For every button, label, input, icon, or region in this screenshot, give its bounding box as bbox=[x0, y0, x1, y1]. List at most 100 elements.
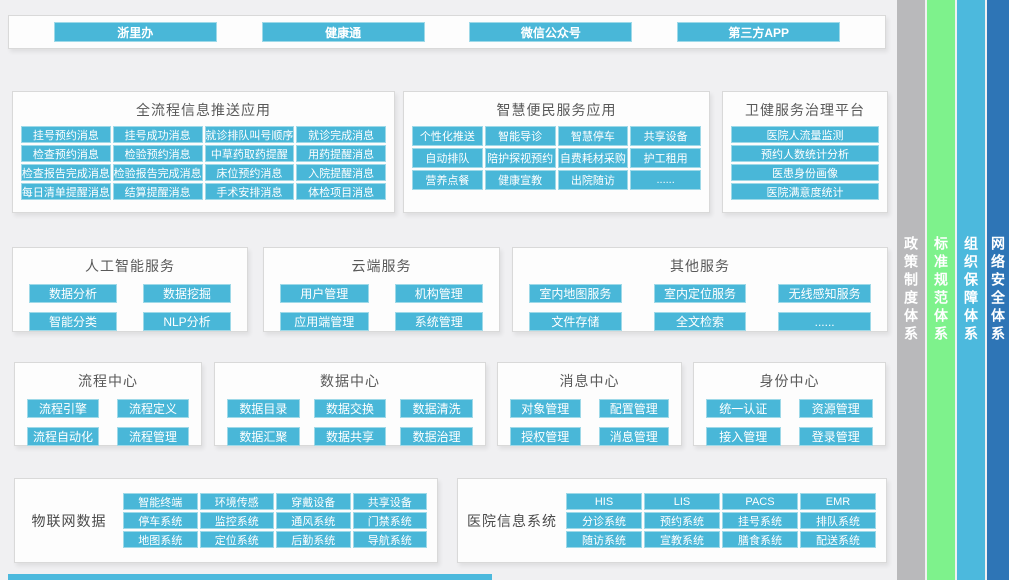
governance-grid: 医院人流量监测预约人数统计分析医患身份画像医院满意度统计 bbox=[723, 126, 887, 200]
identity-center-title: 身份中心 bbox=[759, 373, 820, 389]
hospital-systems-label: 医院信息系统 bbox=[467, 512, 557, 529]
pillar-policy-system: 政策制度体系 bbox=[897, 0, 925, 580]
push-app-chip: 手术安排消息 bbox=[204, 183, 295, 200]
hospital-system-chip: 随访系统 bbox=[566, 531, 642, 548]
push-app-chip: 挂号成功消息 bbox=[112, 126, 203, 143]
iot-data-grid: 智能终端环境传感穿戴设备共享设备停车系统监控系统通风系统门禁系统地图系统定位系统… bbox=[123, 493, 427, 548]
data-center-chip: 数据交换 bbox=[313, 399, 387, 418]
hospital-system-chip: LIS bbox=[644, 493, 720, 510]
data-center-chip: 数据清洗 bbox=[400, 399, 473, 418]
pillar-network-security-system: 网络安全体系 bbox=[987, 0, 1009, 580]
push-app-grid: 挂号预约消息挂号成功消息就诊排队叫号顺序就诊完成消息检查预约消息检验预约消息中草… bbox=[13, 126, 394, 200]
push-app-title: 全流程信息推送应用 bbox=[136, 102, 271, 118]
other-service-chip: 全文检索 bbox=[653, 312, 747, 331]
other-service-chip: ...... bbox=[778, 312, 871, 331]
convenience-chip: 智能导诊 bbox=[484, 126, 556, 146]
other-service-chip: 文件存储 bbox=[529, 312, 622, 331]
data-center-chip: 数据治理 bbox=[400, 427, 473, 446]
iot-chip: 监控系统 bbox=[199, 512, 274, 529]
panel-cloud-service: 云端服务 用户管理 机构管理应用端管理 系统管理 bbox=[263, 247, 500, 332]
panel-push-app: 全流程信息推送应用 挂号预约消息挂号成功消息就诊排队叫号顺序就诊完成消息检查预约… bbox=[12, 91, 395, 213]
hospital-system-chip: 膳食系统 bbox=[722, 531, 798, 548]
cloud-service-chip: 用户管理 bbox=[280, 284, 369, 303]
panel-iot-data: 物联网数据 智能终端环境传感穿戴设备共享设备停车系统监控系统通风系统门禁系统地图… bbox=[14, 478, 438, 563]
process-center-chip: 流程自动化 bbox=[27, 427, 99, 446]
convenience-chip: ...... bbox=[630, 170, 701, 190]
iot-chip: 穿戴设备 bbox=[276, 493, 351, 510]
iot-chip: 环境传感 bbox=[199, 493, 274, 510]
push-app-chip: 每日清单提醒消息 bbox=[21, 183, 111, 200]
governance-chip: 医院满意度统计 bbox=[731, 183, 879, 200]
identity-center-chip: 登录管理 bbox=[798, 427, 873, 446]
process-center-chip: 流程引擎 bbox=[27, 399, 99, 418]
data-center-chip: 数据目录 bbox=[227, 399, 300, 418]
panel-message-center: 消息中心 对象管理配置管理授权管理消息管理 bbox=[497, 362, 682, 446]
other-service-title: 其他服务 bbox=[670, 258, 730, 274]
top-app-chip: 健康通 bbox=[261, 22, 425, 42]
convenience-chip: 出院随访 bbox=[557, 170, 629, 190]
convenience-chip: 健康宣教 bbox=[484, 170, 556, 190]
convenience-title: 智慧便民服务应用 bbox=[496, 102, 617, 118]
convenience-chip: 个性化推送 bbox=[412, 126, 483, 146]
other-service-grid: 室内地图服务室内定位服务无线感知服务文件存储全文检索...... bbox=[513, 282, 887, 331]
other-service-chip: 室内定位服务 bbox=[653, 284, 747, 303]
iot-chip: 地图系统 bbox=[123, 531, 198, 548]
governance-chip: 医院人流量监测 bbox=[731, 126, 879, 143]
process-center-chip: 流程管理 bbox=[117, 427, 189, 446]
top-app-chip: 微信公众号 bbox=[469, 22, 633, 42]
cloud-service-chip: 应用端管理 bbox=[280, 312, 369, 331]
convenience-chip: 护工租用 bbox=[630, 148, 701, 168]
hospital-system-chip: 挂号系统 bbox=[722, 512, 798, 529]
iot-chip: 门禁系统 bbox=[352, 512, 427, 529]
iot-chip: 停车系统 bbox=[123, 512, 198, 529]
top-app-chip: 浙里办 bbox=[53, 22, 217, 42]
convenience-chip: 营养点餐 bbox=[412, 170, 483, 190]
iot-chip: 导航系统 bbox=[352, 531, 427, 548]
hospital-system-chip: 排队系统 bbox=[800, 512, 876, 529]
data-center-chip: 数据汇聚 bbox=[227, 427, 300, 446]
message-center-title: 消息中心 bbox=[559, 373, 620, 389]
ai-service-chip: NLP分析 bbox=[143, 312, 231, 331]
cloud-service-chip: 机构管理 bbox=[394, 284, 483, 303]
governance-chip: 预约人数统计分析 bbox=[731, 145, 879, 162]
pillar-policy-label: 政策制度体系 bbox=[903, 236, 919, 344]
bottom-accent-strip bbox=[8, 574, 492, 580]
cloud-service-grid: 用户管理 机构管理应用端管理 系统管理 bbox=[264, 282, 499, 331]
pillar-organization-system: 组织保障体系 bbox=[957, 0, 985, 580]
iot-chip: 智能终端 bbox=[123, 493, 198, 510]
push-app-chip: 体检项目消息 bbox=[296, 183, 386, 200]
cloud-service-title: 云端服务 bbox=[351, 258, 412, 274]
convenience-chip: 智慧停车 bbox=[557, 126, 629, 146]
iot-chip: 后勤系统 bbox=[276, 531, 351, 548]
hospital-system-chip: EMR bbox=[800, 493, 876, 510]
push-app-chip: 中草药取药提醒 bbox=[204, 145, 295, 162]
other-service-chip: 室内地图服务 bbox=[529, 284, 622, 303]
ai-service-chip: 数据分析 bbox=[29, 284, 117, 303]
identity-center-grid: 统一认证资源管理接入管理登录管理 bbox=[694, 397, 885, 446]
iot-chip: 共享设备 bbox=[352, 493, 427, 510]
panel-process-center: 流程中心 流程引擎流程定义流程自动化流程管理 bbox=[14, 362, 202, 446]
iot-chip: 通风系统 bbox=[276, 512, 351, 529]
push-app-chip: 检验预约消息 bbox=[112, 145, 203, 162]
message-center-chip: 配置管理 bbox=[598, 399, 669, 418]
ai-service-chip: 数据挖掘 bbox=[143, 284, 231, 303]
convenience-chip: 自费耗材采购 bbox=[557, 148, 629, 168]
push-app-chip: 检查预约消息 bbox=[21, 145, 111, 162]
hospital-system-chip: 分诊系统 bbox=[566, 512, 642, 529]
process-center-title: 流程中心 bbox=[78, 373, 138, 389]
hospital-system-chip: HIS bbox=[566, 493, 642, 510]
message-center-chip: 授权管理 bbox=[510, 427, 581, 446]
cloud-service-chip: 系统管理 bbox=[394, 312, 483, 331]
push-app-chip: 就诊排队叫号顺序 bbox=[204, 126, 295, 143]
message-center-chip: 消息管理 bbox=[598, 427, 669, 446]
convenience-chip: 陪护探视预约 bbox=[484, 148, 556, 168]
message-center-chip: 对象管理 bbox=[510, 399, 581, 418]
data-center-title: 数据中心 bbox=[320, 373, 380, 389]
panel-other-service: 其他服务 室内地图服务室内定位服务无线感知服务文件存储全文检索...... bbox=[512, 247, 888, 332]
process-center-chip: 流程定义 bbox=[117, 399, 189, 418]
push-app-chip: 床位预约消息 bbox=[204, 164, 295, 181]
